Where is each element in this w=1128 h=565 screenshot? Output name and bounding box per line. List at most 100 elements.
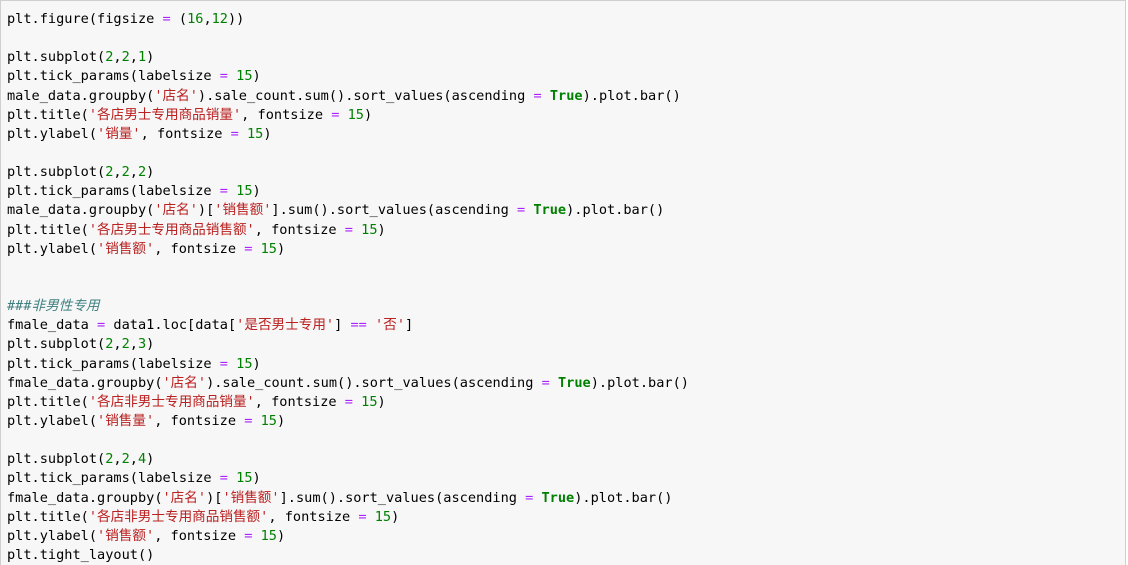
code-text xyxy=(239,126,247,142)
number-literal: 15 xyxy=(236,355,253,372)
string-literal: '各店非男士专用商品销量' xyxy=(88,393,255,410)
code-text: plt.ylabel( xyxy=(7,125,98,142)
code-text: plt.tick_params(labelsize xyxy=(7,68,220,85)
code-text: ) xyxy=(276,527,286,544)
keyword: True xyxy=(541,489,575,506)
string-literal: '销售量' xyxy=(97,412,155,429)
code-line[interactable]: plt.title('各店非男士专用商品销售额', fontsize = 15) xyxy=(7,508,689,527)
number-literal: 2 xyxy=(121,164,130,181)
code-text: ).plot.bar() xyxy=(574,489,673,506)
code-text: ( xyxy=(170,11,188,27)
string-literal: '销量' xyxy=(97,125,141,142)
code-text xyxy=(228,68,236,84)
string-literal: '各店非男士专用商品销售额' xyxy=(88,508,269,525)
code-text: , fontsize xyxy=(268,508,359,525)
code-text: male_data.groupby( xyxy=(7,87,155,104)
code-text: ).plot.bar() xyxy=(590,374,689,391)
code-text xyxy=(228,470,236,486)
string-literal: '店名' xyxy=(162,374,207,391)
code-text: , xyxy=(113,451,122,468)
code-line[interactable]: plt.tight_layout() xyxy=(7,546,689,565)
operator: = xyxy=(525,489,534,506)
code-line[interactable]: plt.title('各店非男士专用商品销量', fontsize = 15) xyxy=(7,393,689,412)
code-text xyxy=(252,413,260,429)
code-text xyxy=(228,183,236,199)
code-line[interactable]: male_data.groupby('店名').sale_count.sum()… xyxy=(7,87,689,106)
number-literal: 2 xyxy=(121,336,130,353)
code-line[interactable]: ###非男性专用 xyxy=(7,297,689,316)
code-text: plt.tight_layout() xyxy=(7,546,155,563)
code-text: ).plot.bar() xyxy=(566,202,665,219)
code-line[interactable]: plt.tick_params(labelsize = 15) xyxy=(7,182,689,201)
code-line[interactable]: ​ xyxy=(7,431,689,450)
code-line[interactable]: plt.subplot(2,2,3) xyxy=(7,335,689,354)
code-line[interactable]: fmale_data = data1.loc[data['是否男士专用'] ==… xyxy=(7,316,689,335)
code-text xyxy=(367,509,375,525)
code-text: plt.ylabel( xyxy=(7,240,98,257)
number-literal: 15 xyxy=(260,240,277,257)
code-line[interactable]: plt.ylabel('销售量', fontsize = 15) xyxy=(7,412,689,431)
number-literal: 3 xyxy=(137,336,147,353)
code-text: ).sale_count.sum().sort_values(ascending xyxy=(206,374,542,391)
code-line[interactable]: plt.title('各店男士专用商品销售额', fontsize = 15) xyxy=(7,221,689,240)
code-text: )) xyxy=(228,11,245,27)
code-line[interactable]: male_data.groupby('店名')['销售额'].sum().sor… xyxy=(7,201,689,220)
number-literal: 15 xyxy=(361,221,378,238)
code-text: , fontsize xyxy=(254,221,345,238)
code-line[interactable]: plt.ylabel('销售额', fontsize = 15) xyxy=(7,527,689,546)
code-text: ] xyxy=(405,317,414,334)
code-text: ] xyxy=(334,317,351,334)
code-line[interactable]: plt.title('各店男士专用商品销量', fontsize = 15) xyxy=(7,106,689,125)
keyword: True xyxy=(558,374,591,391)
code-text xyxy=(228,356,236,372)
code-line[interactable]: plt.subplot(2,2,2) xyxy=(7,163,689,182)
number-literal: 15 xyxy=(260,527,277,544)
code-text xyxy=(252,528,260,544)
code-text: plt.tick_params(labelsize xyxy=(7,183,220,200)
code-text: , xyxy=(113,164,122,181)
number-literal: 15 xyxy=(347,106,364,123)
code-text: ].sum().sort_values(ascending xyxy=(279,489,526,506)
code-line[interactable]: fmale_data.groupby('店名')['销售额'].sum().so… xyxy=(7,489,689,508)
code-text xyxy=(367,317,375,333)
code-text: , fontsize xyxy=(154,240,245,257)
code-text: , fontsize xyxy=(254,393,345,410)
string-literal: '店名' xyxy=(162,489,207,506)
string-literal: '店名' xyxy=(154,87,198,104)
code-line[interactable]: ​ xyxy=(7,259,689,278)
number-literal: 15 xyxy=(374,508,392,525)
code-line[interactable]: plt.ylabel('销售额', fontsize = 15) xyxy=(7,240,689,259)
code-line[interactable]: plt.ylabel('销量', fontsize = 15) xyxy=(7,125,689,144)
number-literal: 4 xyxy=(137,451,147,468)
code-line[interactable]: ​ xyxy=(7,278,689,297)
number-literal: 15 xyxy=(236,68,253,85)
code-text xyxy=(542,88,550,104)
code-line[interactable]: ​ xyxy=(7,144,689,163)
code-text: plt.title( xyxy=(7,221,89,238)
keyword: True xyxy=(533,202,567,219)
number-literal: 2 xyxy=(121,49,130,66)
code-text: plt.subplot( xyxy=(7,451,106,468)
code-line[interactable]: plt.tick_params(labelsize = 15) xyxy=(7,469,689,488)
string-literal: '销售额' xyxy=(97,240,155,257)
code-line[interactable]: fmale_data.groupby('店名').sale_count.sum(… xyxy=(7,374,689,393)
number-literal: 2 xyxy=(121,451,130,468)
code-line[interactable]: plt.tick_params(labelsize = 15) xyxy=(7,355,689,374)
code-line[interactable]: plt.subplot(2,2,1) xyxy=(7,48,689,67)
code-line[interactable]: plt.figure(figsize = (16,12)) xyxy=(7,10,689,29)
number-literal: 15 xyxy=(236,183,253,200)
code-line[interactable]: ​ xyxy=(7,29,689,48)
code-text: ) xyxy=(377,393,386,410)
comment: ###非男性专用 xyxy=(7,298,100,315)
string-literal: '各店男士专用商品销售额' xyxy=(88,221,255,238)
operator: == xyxy=(350,317,367,334)
code-line[interactable]: plt.tick_params(labelsize = 15) xyxy=(7,67,689,86)
code-text xyxy=(353,222,361,238)
code-lines: plt.figure(figsize = (16,12))​plt.subplo… xyxy=(7,10,689,565)
code-line[interactable]: plt.subplot(2,2,4) xyxy=(7,450,689,469)
code-text: ).sale_count.sum().sort_values(ascending xyxy=(197,87,534,104)
code-text: plt.tick_params(labelsize xyxy=(7,470,220,487)
operator: = xyxy=(219,183,228,200)
code-text: fmale_data.groupby( xyxy=(7,489,163,506)
